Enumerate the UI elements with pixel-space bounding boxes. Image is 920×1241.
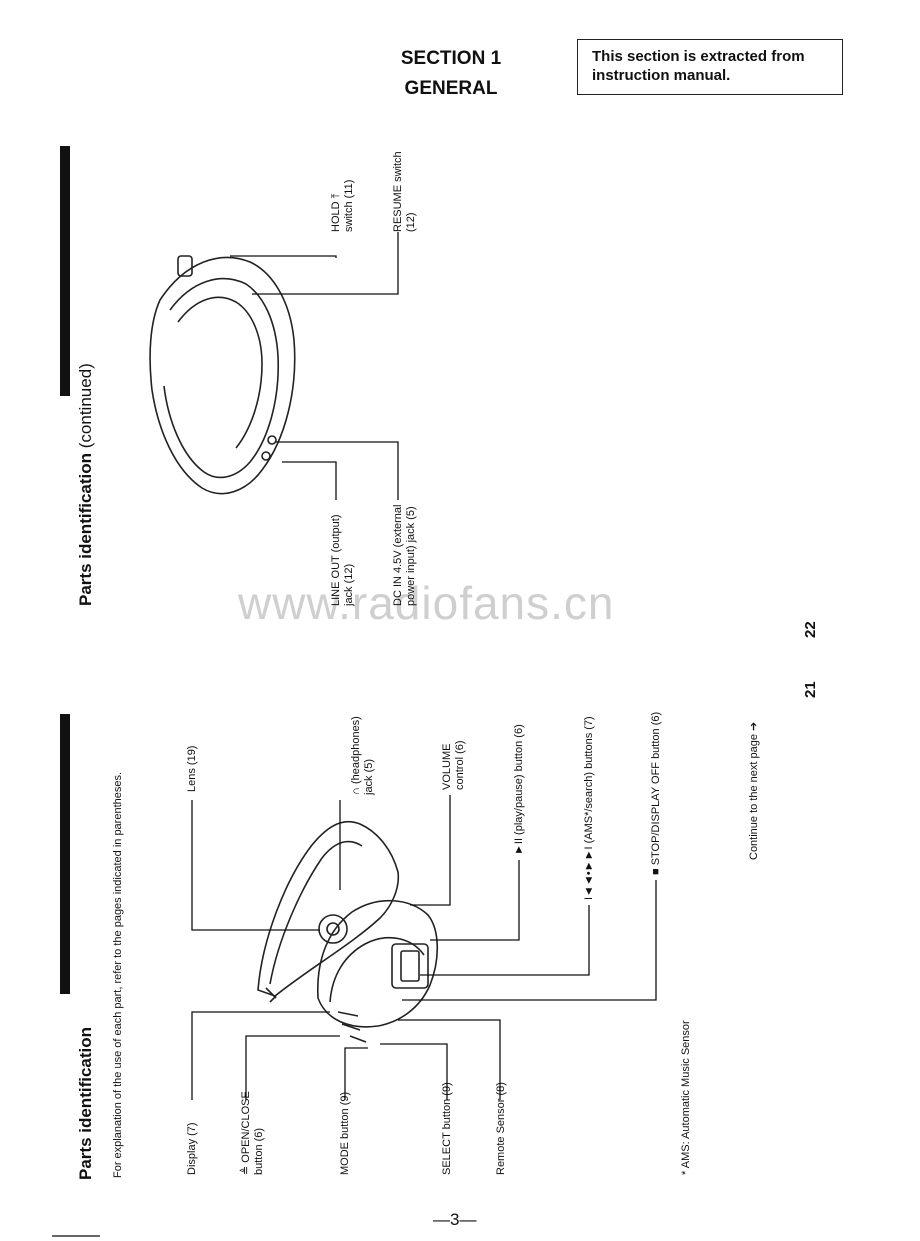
page-number-22: 22 (802, 621, 819, 638)
label-headphones-1: ∩ (headphones) (350, 716, 362, 795)
general-heading: GENERAL (404, 78, 498, 99)
label-dcin-1: DC IN 4.5V (external (392, 504, 404, 606)
label-lens: Lens (19) (186, 745, 198, 792)
label-lineout-2: jack (12) (343, 563, 355, 606)
continue-text: Continue to the next page ➔ (748, 721, 760, 860)
label-open-close-2: button (6) (253, 1127, 265, 1175)
label-lineout-1: LINE OUT (output) (330, 514, 342, 607)
intro-text: For explanation of the use of each part,… (112, 771, 124, 1178)
left-leader-lines (191, 795, 657, 1100)
cd-player-closed-illustration (149, 255, 296, 495)
label-hold-1: HOLD ⤒ (330, 193, 342, 232)
label-stop: ■ STOP/DISPLAY OFF button (6) (650, 711, 662, 875)
label-mode: MODE button (9) (339, 1091, 351, 1175)
watermark: www.radiofans.cn (238, 577, 615, 629)
label-resume-1: RESUME switch (392, 151, 404, 232)
label-ams: I◄◄•►►I (AMS*/search) buttons (7) (583, 716, 595, 900)
right-title-continued: (continued) (76, 363, 95, 449)
label-volume-1: VOLUME (441, 743, 453, 790)
label-hold-2: switch (11) (343, 179, 355, 232)
left-title-bar (60, 714, 70, 994)
label-display: Display (7) (186, 1122, 198, 1175)
label-volume-2: control (6) (454, 740, 466, 790)
label-open-close-1: ≜ OPEN/CLOSE (240, 1091, 252, 1175)
label-play: ►II (play/pause) button (6) (513, 724, 525, 855)
label-select: SELECT button (9) (441, 1082, 453, 1175)
page-number-21: 21 (802, 681, 819, 698)
left-title: Parts identification (76, 1026, 95, 1180)
section-heading: SECTION 1 (400, 48, 502, 69)
label-remote: Remote Sensor (8) (495, 1082, 507, 1175)
label-resume-2: (12) (405, 212, 417, 232)
footnote: * AMS: Automatic Music Sensor (680, 1020, 692, 1175)
right-title: Parts identification (continued) (76, 363, 96, 606)
cd-player-open-illustration (257, 820, 439, 1043)
right-title-bar (60, 146, 70, 396)
label-headphones-2: jack (5) (363, 758, 375, 795)
label-dcin-2: power input) jack (5) (405, 506, 417, 606)
right-leader-lines (230, 232, 399, 500)
page-number-bottom: —3— (433, 1210, 477, 1229)
right-title-main: Parts identification (76, 452, 95, 606)
extract-note: This section is extracted from instructi… (577, 39, 843, 95)
